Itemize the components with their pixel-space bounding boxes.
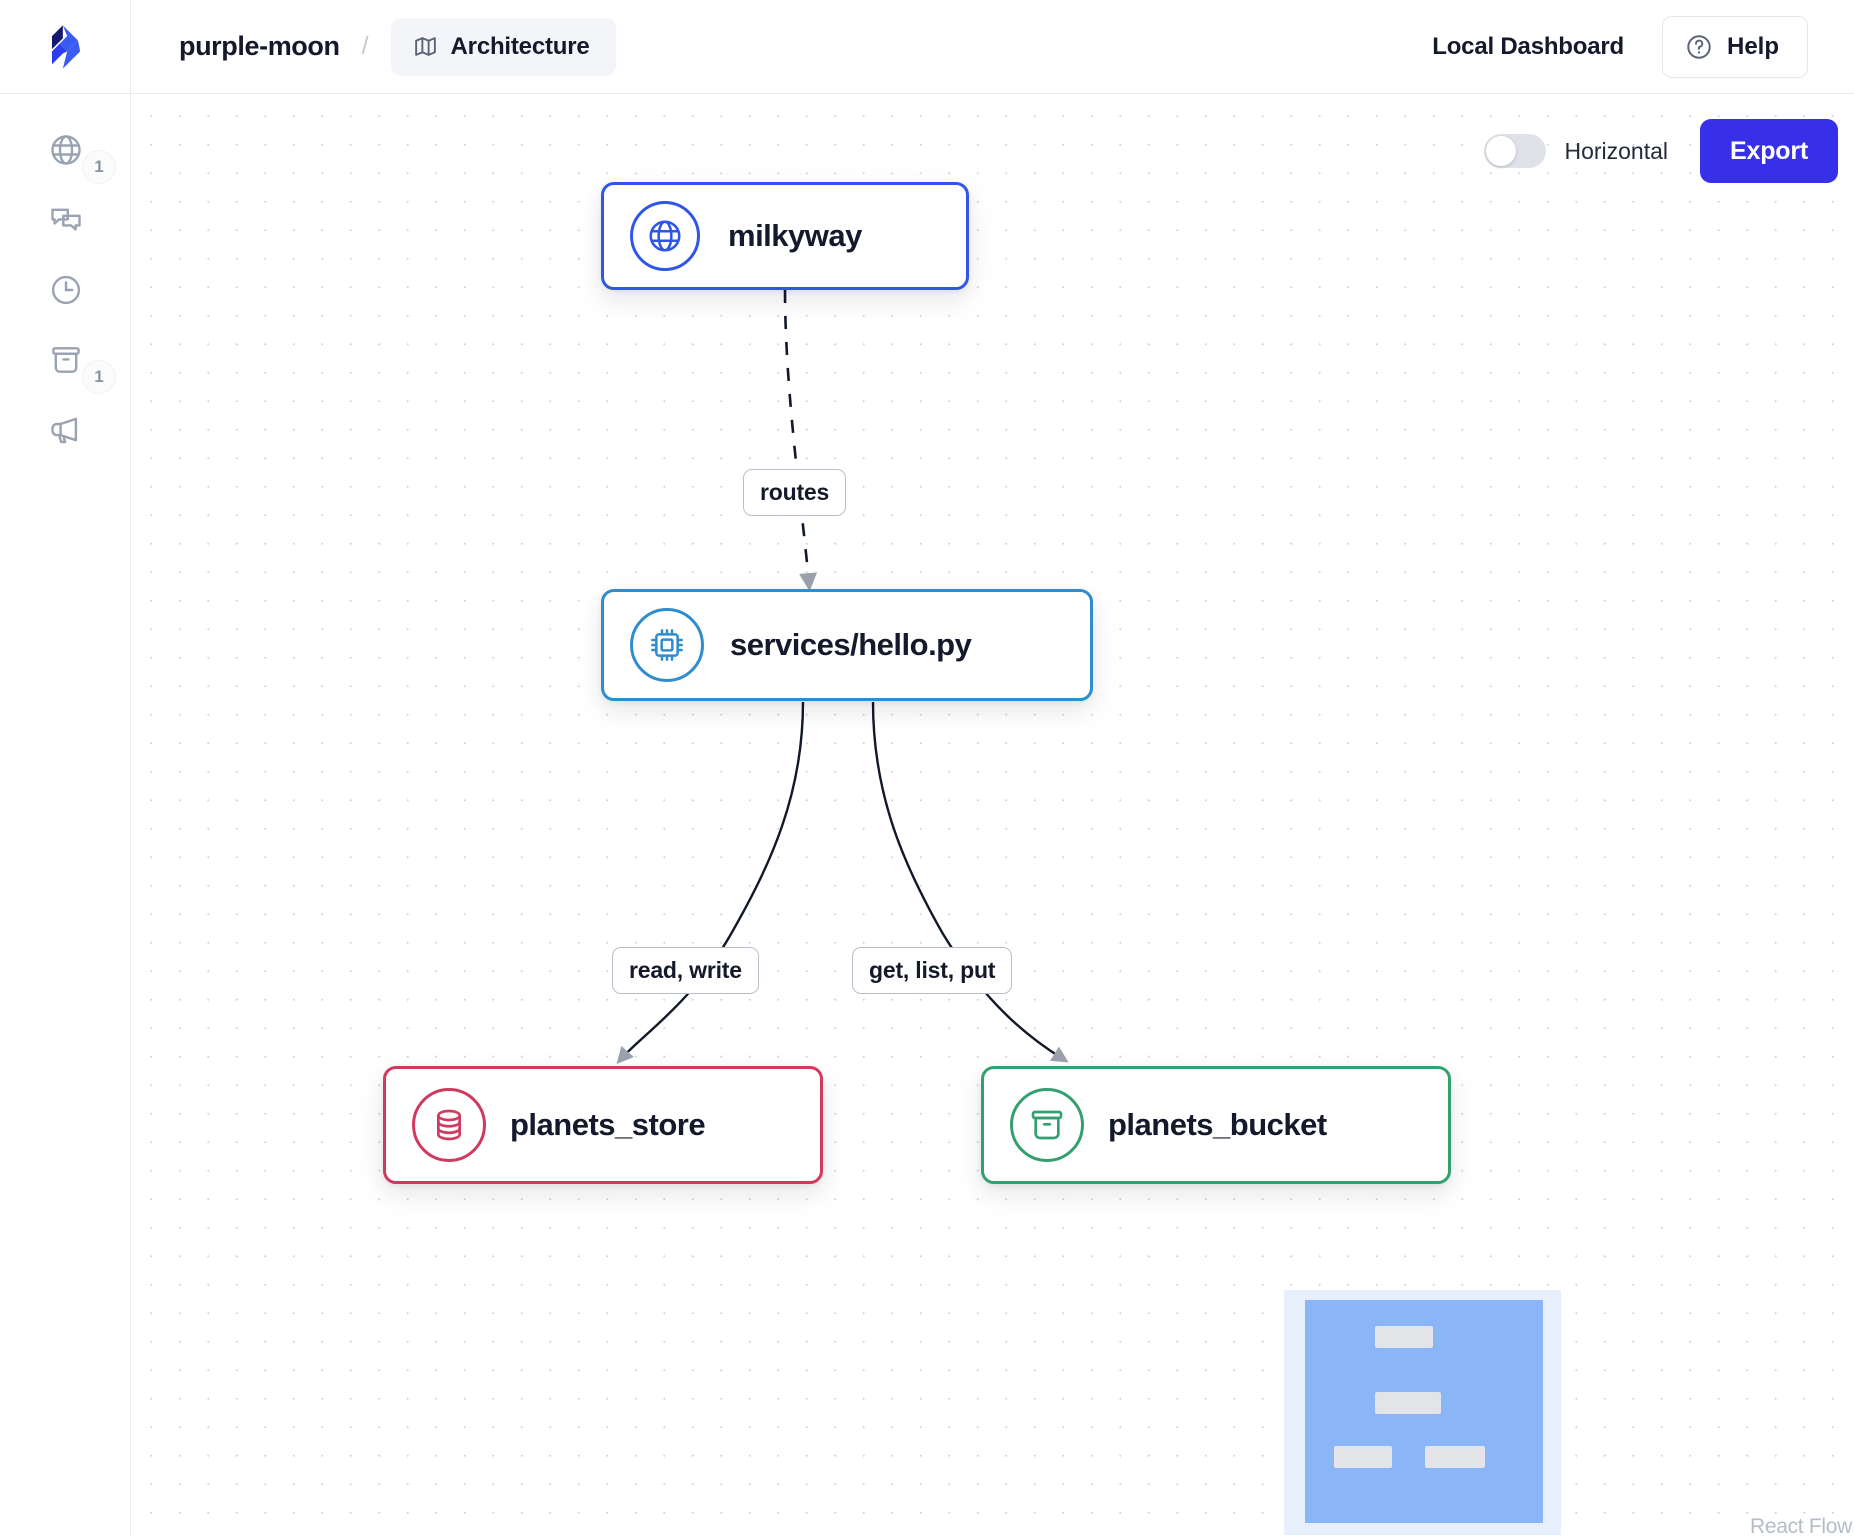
toggle-knob [1486, 136, 1517, 166]
breadcrumb-architecture-label: Architecture [450, 32, 590, 60]
chat-bubbles-icon [50, 208, 81, 231]
node-store-icon-ring [412, 1088, 486, 1162]
brand-logo-icon [52, 24, 81, 69]
horizontal-toggle-label: Horizontal [1564, 137, 1669, 164]
architecture-canvas[interactable]: Horizontal Export routes read, write get… [131, 94, 1854, 1536]
bucket-icon [1031, 1110, 1063, 1140]
edge-service-store [616, 701, 805, 1065]
minimap-node [1425, 1446, 1485, 1468]
node-bucket-icon-ring [1010, 1088, 1084, 1162]
graph-edges [616, 289, 1069, 1065]
minimap-node [1334, 1446, 1392, 1468]
globe-icon [50, 135, 81, 165]
node-service-icon-ring [630, 608, 704, 682]
node-milkyway-icon-ring [630, 201, 700, 271]
minimap-node [1375, 1392, 1441, 1414]
app-header: purple-moon / Architecture Local Dashboa… [0, 0, 1854, 94]
minimap-node [1375, 1326, 1433, 1348]
node-milkyway-label: milkyway [728, 218, 862, 253]
edge-label-get-list-put[interactable]: get, list, put [852, 947, 1013, 994]
node-planets-bucket[interactable]: planets_bucket [981, 1066, 1451, 1184]
megaphone-icon [50, 417, 77, 444]
react-flow-attribution[interactable]: React Flow [1749, 1515, 1852, 1536]
sidebar-badge-globe: 1 [82, 150, 116, 184]
minimap[interactable] [1284, 1290, 1561, 1535]
map-icon [414, 37, 436, 56]
node-service-label: services/hello.py [730, 627, 972, 662]
node-planets-store[interactable]: planets_store [383, 1066, 823, 1184]
left-sidebar: 1 1 [0, 94, 131, 1536]
cpu-chip-icon [651, 629, 683, 661]
sidebar-item-history[interactable] [0, 262, 131, 318]
sidebar-badge-buckets: 1 [82, 360, 116, 394]
horizontal-toggle[interactable] [1484, 134, 1547, 168]
sidebar-item-announcements[interactable] [0, 402, 131, 458]
export-button[interactable]: Export [1700, 119, 1838, 183]
header-right-group: Local Dashboard Help [1432, 15, 1854, 78]
sidebar-item-buckets[interactable]: 1 [0, 332, 131, 394]
database-icon [436, 1109, 462, 1141]
breadcrumb-separator: / [361, 32, 369, 60]
node-milkyway[interactable]: milkyway [601, 182, 969, 290]
minimap-viewport[interactable] [1305, 1300, 1543, 1523]
project-name: purple-moon [179, 31, 340, 61]
node-store-label: planets_store [510, 1107, 706, 1142]
edge-service-bucket [871, 701, 1069, 1063]
sidebar-item-globe[interactable]: 1 [0, 122, 131, 184]
question-circle-icon [1687, 34, 1711, 59]
brand-logo[interactable] [0, 0, 131, 93]
canvas-toolbar: Horizontal Export [1484, 119, 1838, 183]
local-dashboard-label: Local Dashboard [1432, 32, 1624, 60]
bucket-icon [51, 347, 80, 373]
node-bucket-label: planets_bucket [1108, 1107, 1327, 1142]
help-label: Help [1726, 32, 1779, 60]
node-services-hello-py[interactable]: services/hello.py [601, 589, 1093, 701]
clock-icon [51, 275, 80, 305]
edge-label-routes[interactable]: routes [743, 469, 847, 516]
help-button[interactable]: Help [1661, 15, 1808, 78]
edge-label-read-write[interactable]: read, write [612, 947, 759, 994]
breadcrumb-architecture[interactable]: Architecture [390, 17, 616, 76]
globe-icon [649, 220, 681, 252]
edge-milkyway-service [783, 289, 818, 592]
sidebar-item-messages[interactable] [0, 192, 131, 248]
